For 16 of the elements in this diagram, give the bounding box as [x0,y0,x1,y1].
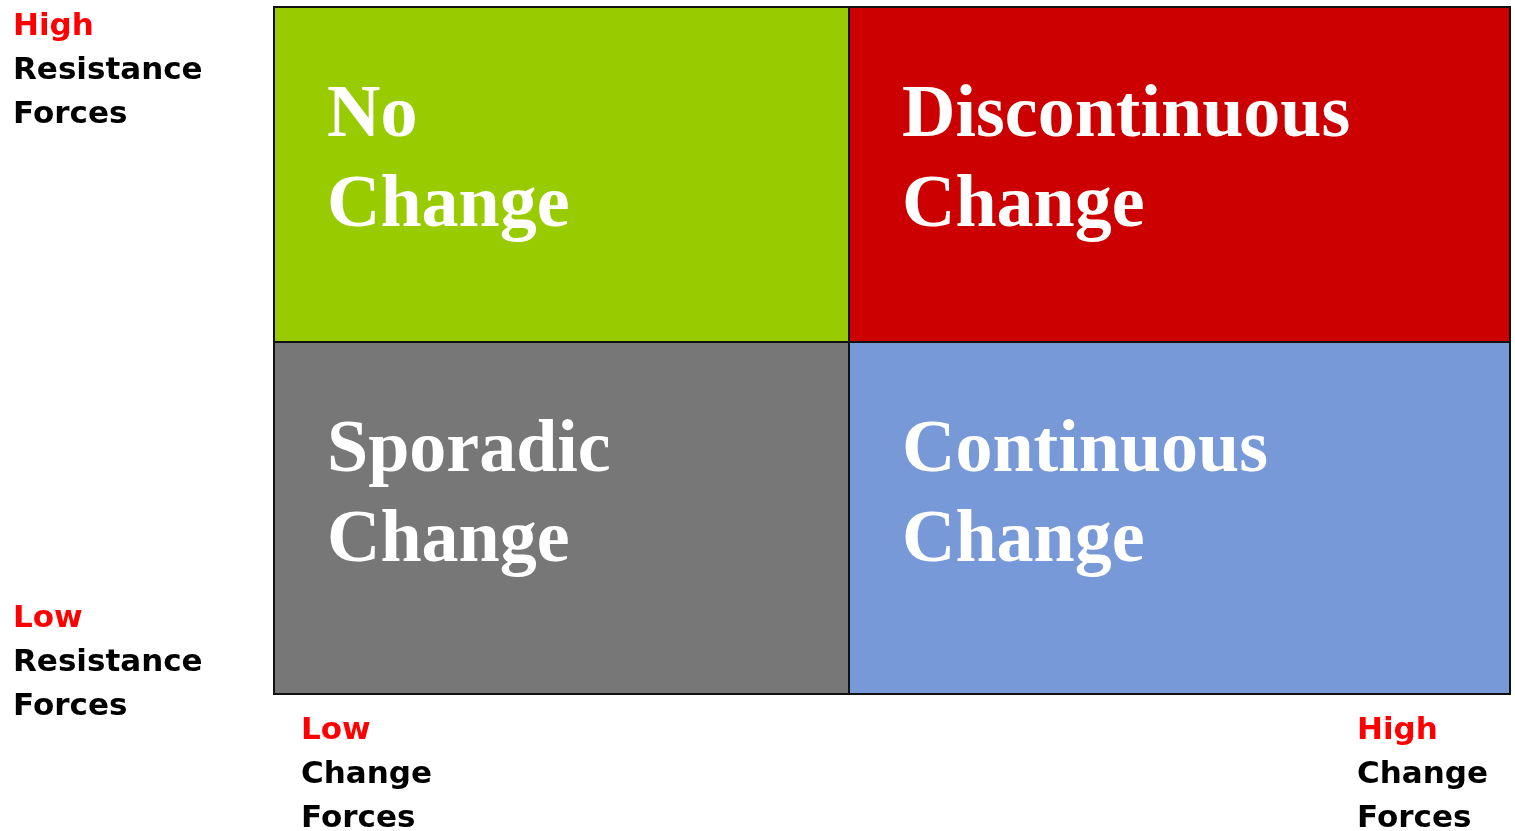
axis-label: High [13,5,95,44]
quadrant-title: Sporadic Change [327,404,611,579]
quadrant-title: Discontinuous Change [902,69,1351,244]
quadrant-panel [273,6,850,343]
axis-label: Resistance Forces [13,49,204,132]
axis-label: Change Forces [301,753,434,831]
axis-label: High [1357,709,1439,748]
quadrant-title: No Change [327,69,570,244]
quadrant-panel [848,341,1511,695]
quadrant-panel [848,6,1511,343]
axis-label: Resistance Forces [13,641,204,724]
quadrant-title: Continuous Change [902,404,1269,579]
axis-label: Low [301,709,372,748]
axis-label: Change Forces [1357,753,1490,831]
axis-label: Low [13,597,84,636]
quadrant-panel [273,341,850,695]
